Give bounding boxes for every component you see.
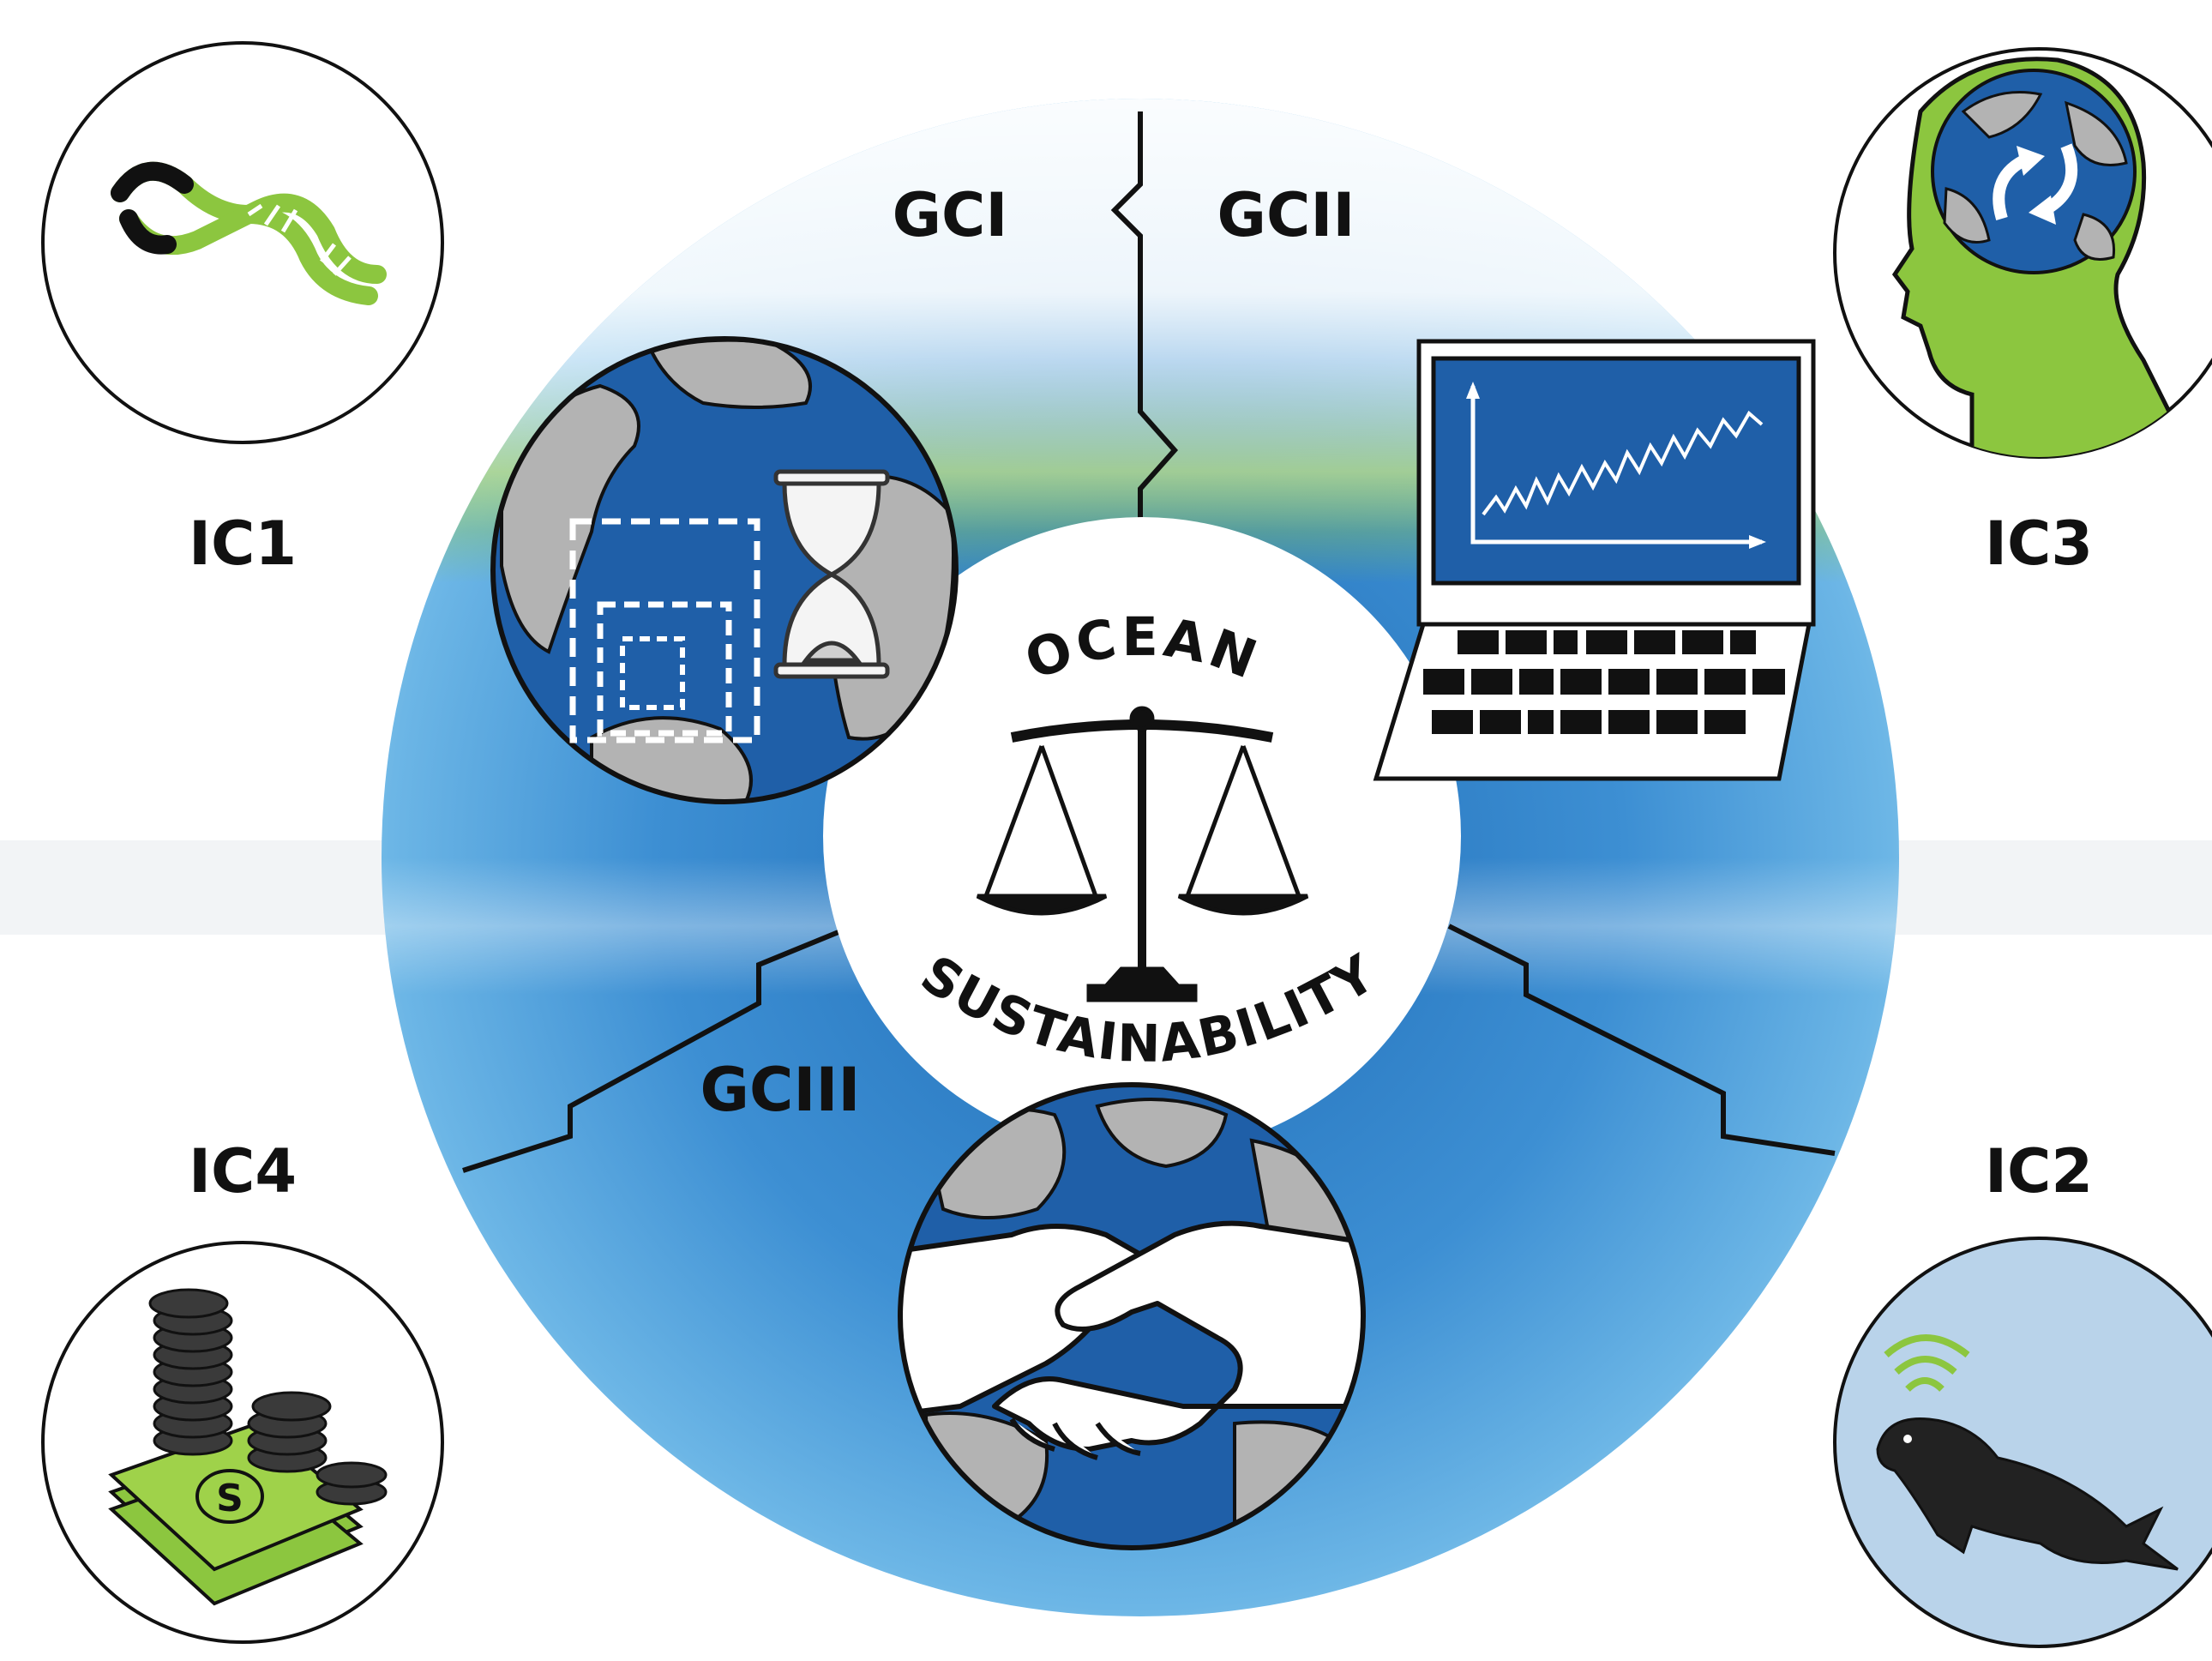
balance-scale-icon (976, 706, 1309, 1002)
globe-with-handshake-icon (898, 1082, 1366, 1550)
handshake-icon (900, 1220, 1363, 1460)
ic2-circle (1833, 1237, 2212, 1648)
coins-and-money-icon: S (108, 1288, 388, 1606)
globe-with-hourglass-icon (490, 336, 959, 804)
divider-gc1-gc3 (462, 924, 855, 1173)
ic3-label: IC3 (1985, 509, 2093, 579)
ic1-circle (41, 41, 444, 444)
ic4-circle: S (41, 1241, 444, 1644)
keyboard-icon (1423, 630, 1785, 734)
dna-helix-icon (111, 161, 387, 305)
gc3-label: GCIII (700, 1055, 861, 1125)
ic4-label: IC4 (189, 1136, 297, 1207)
timeseries-line (1482, 410, 1764, 516)
ic2-label: IC2 (1985, 1136, 2093, 1207)
ic1-label: IC1 (189, 509, 297, 579)
gc1-label: GCI (893, 180, 1008, 250)
hourglass-icon (773, 469, 890, 679)
tagged-seal-icon (1876, 1334, 2179, 1571)
divider-gc1-gc2 (1110, 111, 1179, 583)
svg-text:S: S (216, 1477, 243, 1520)
laptop-with-timeseries-icon (1373, 339, 1816, 781)
gc2-label: GCII (1217, 180, 1355, 250)
ic3-circle (1833, 47, 2212, 459)
divider-gc2-gc3 (1447, 924, 1836, 1156)
head-with-globe-icon (1891, 57, 2199, 457)
